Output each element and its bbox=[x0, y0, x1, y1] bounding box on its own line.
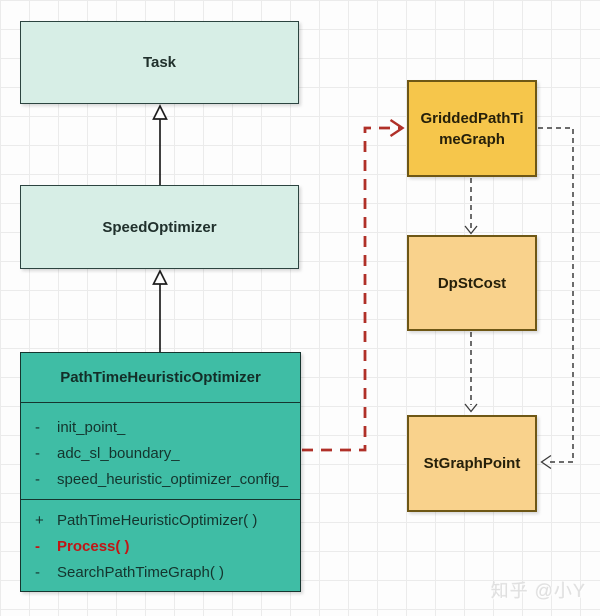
attribute-row: - speed_heuristic_optimizer_config_ bbox=[31, 467, 294, 493]
class-box-dpstcost: DpStCost bbox=[407, 235, 537, 331]
attribute-name: init_point_ bbox=[57, 419, 126, 436]
method-name: Process( ) bbox=[57, 538, 130, 555]
visibility-marker: + bbox=[35, 512, 44, 529]
attribute-row: - init_point_ bbox=[31, 415, 294, 441]
class-box-speedoptimizer: SpeedOptimizer bbox=[20, 185, 299, 269]
dependency-arrow-griddedpathtimegraph-to-stgraphpoint bbox=[538, 127, 574, 470]
methods-section: + PathTimeHeuristicOptimizer( ) - Proces… bbox=[21, 500, 300, 586]
method-name: SearchPathTimeGraph( ) bbox=[57, 564, 225, 581]
attribute-name: adc_sl_boundary_ bbox=[57, 445, 180, 462]
class-title-speedoptimizer: SpeedOptimizer bbox=[102, 218, 217, 236]
method-row-process: - Process( ) bbox=[31, 534, 294, 560]
class-box-griddedpathtimegraph: GriddedPathTimeGraph bbox=[407, 80, 537, 177]
class-title-dpstcost: DpStCost bbox=[437, 274, 507, 292]
visibility-marker: - bbox=[35, 471, 40, 488]
visibility-marker: - bbox=[35, 419, 40, 436]
dependency-arrow-dpstcost-to-stgraphpoint bbox=[464, 332, 478, 413]
attributes-section: - init_point_ - adc_sl_boundary_ - speed… bbox=[21, 403, 300, 500]
class-box-stgraphpoint: StGraphPoint bbox=[407, 415, 537, 512]
dependency-arrow-ptho-to-griddedpathtimegraph bbox=[302, 119, 405, 452]
attribute-name: speed_heuristic_optimizer_config_ bbox=[57, 471, 288, 488]
method-name: PathTimeHeuristicOptimizer( ) bbox=[57, 512, 258, 529]
class-box-path-time-heuristic-optimizer: PathTimeHeuristicOptimizer - init_point_… bbox=[20, 352, 301, 592]
method-row: - SearchPathTimeGraph( ) bbox=[31, 560, 294, 586]
inheritance-arrow-speedoptimizer-to-task bbox=[152, 104, 168, 185]
dependency-arrow-griddedpathtimegraph-to-dpstcost bbox=[464, 178, 478, 235]
zhihu-watermark: 知乎 @小Y bbox=[490, 581, 586, 601]
visibility-marker: - bbox=[35, 538, 40, 555]
class-title-task: Task bbox=[142, 54, 177, 71]
class-box-task: Task bbox=[20, 21, 299, 104]
method-row: + PathTimeHeuristicOptimizer( ) bbox=[31, 508, 294, 534]
visibility-marker: - bbox=[35, 445, 40, 462]
attribute-row: - adc_sl_boundary_ bbox=[31, 441, 294, 467]
inheritance-arrow-ptho-to-speedoptimizer bbox=[152, 269, 168, 352]
class-title-stgraphpoint: StGraphPoint bbox=[423, 455, 521, 472]
visibility-marker: - bbox=[35, 564, 40, 581]
class-title-griddedpathtimegraph: GriddedPathTimeGraph bbox=[420, 109, 524, 148]
class-title-path-time-heuristic-optimizer: PathTimeHeuristicOptimizer bbox=[21, 353, 300, 403]
